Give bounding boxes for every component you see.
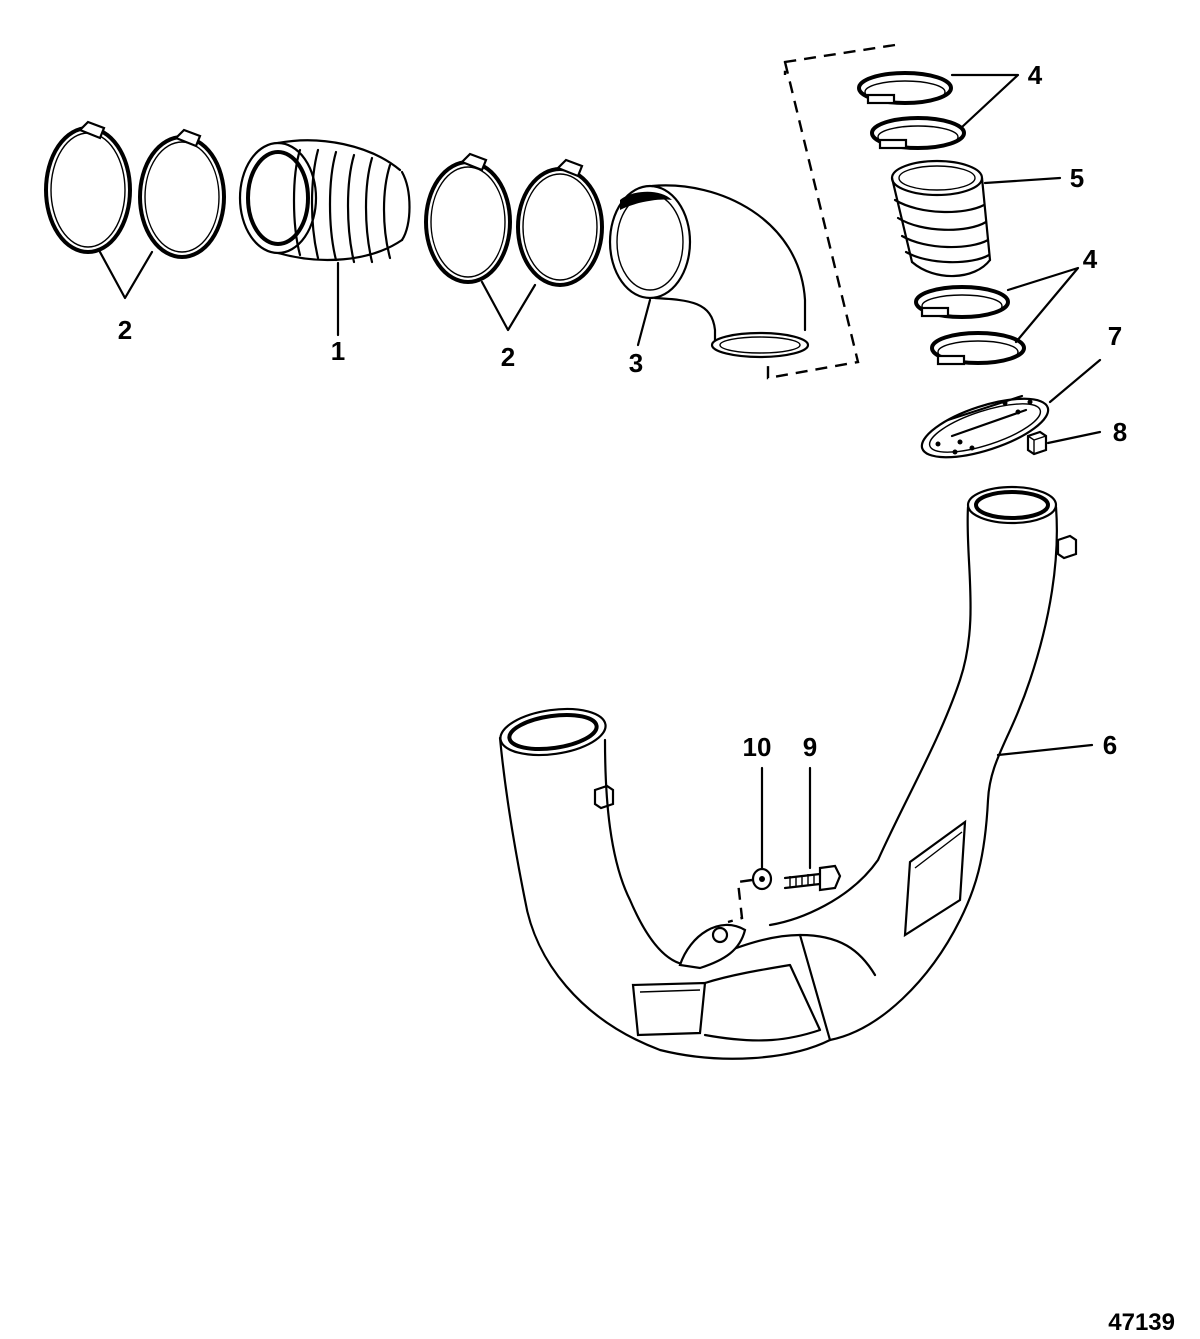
bolt [783, 864, 842, 892]
callout-8: 8 [1113, 417, 1127, 447]
lock-washer [751, 867, 773, 891]
clamp-4-bottom-a [914, 285, 1010, 319]
clamp-4-top-a [857, 71, 953, 105]
callout-4-top: 4 [1028, 60, 1043, 90]
coupler-hose [890, 159, 992, 278]
exhaust-elbow [608, 184, 810, 359]
small-block [1026, 430, 1048, 456]
hose-clamp-right-outer [424, 152, 512, 284]
kit-dashed-bracket [766, 43, 896, 380]
figure-number: 47139 [1108, 1309, 1175, 1336]
callout-4-bottom: 4 [1083, 244, 1098, 274]
exhaust-bellows-hose [238, 139, 411, 264]
callout-7: 7 [1108, 321, 1122, 351]
callout-5: 5 [1070, 163, 1084, 193]
callout-1: 1 [331, 336, 345, 366]
hose-clamp-right-inner [516, 158, 604, 287]
clamp-4-top-b [870, 116, 966, 150]
fastener-dashed-leader [727, 878, 753, 924]
callout-2-right: 2 [501, 342, 515, 372]
hose-clamp-left-inner [138, 128, 226, 259]
callout-3: 3 [629, 348, 643, 378]
leader-lines [98, 73, 1102, 870]
callout-10: 10 [743, 732, 772, 762]
clamp-4-bottom-b [930, 331, 1026, 366]
exhaust-y-pipe [498, 485, 1078, 1060]
hose-clamp-left-outer [44, 120, 132, 254]
callout-2-left: 2 [118, 315, 132, 345]
callout-6: 6 [1103, 730, 1117, 760]
flapper-valve [920, 394, 1050, 459]
callout-9: 9 [803, 732, 817, 762]
